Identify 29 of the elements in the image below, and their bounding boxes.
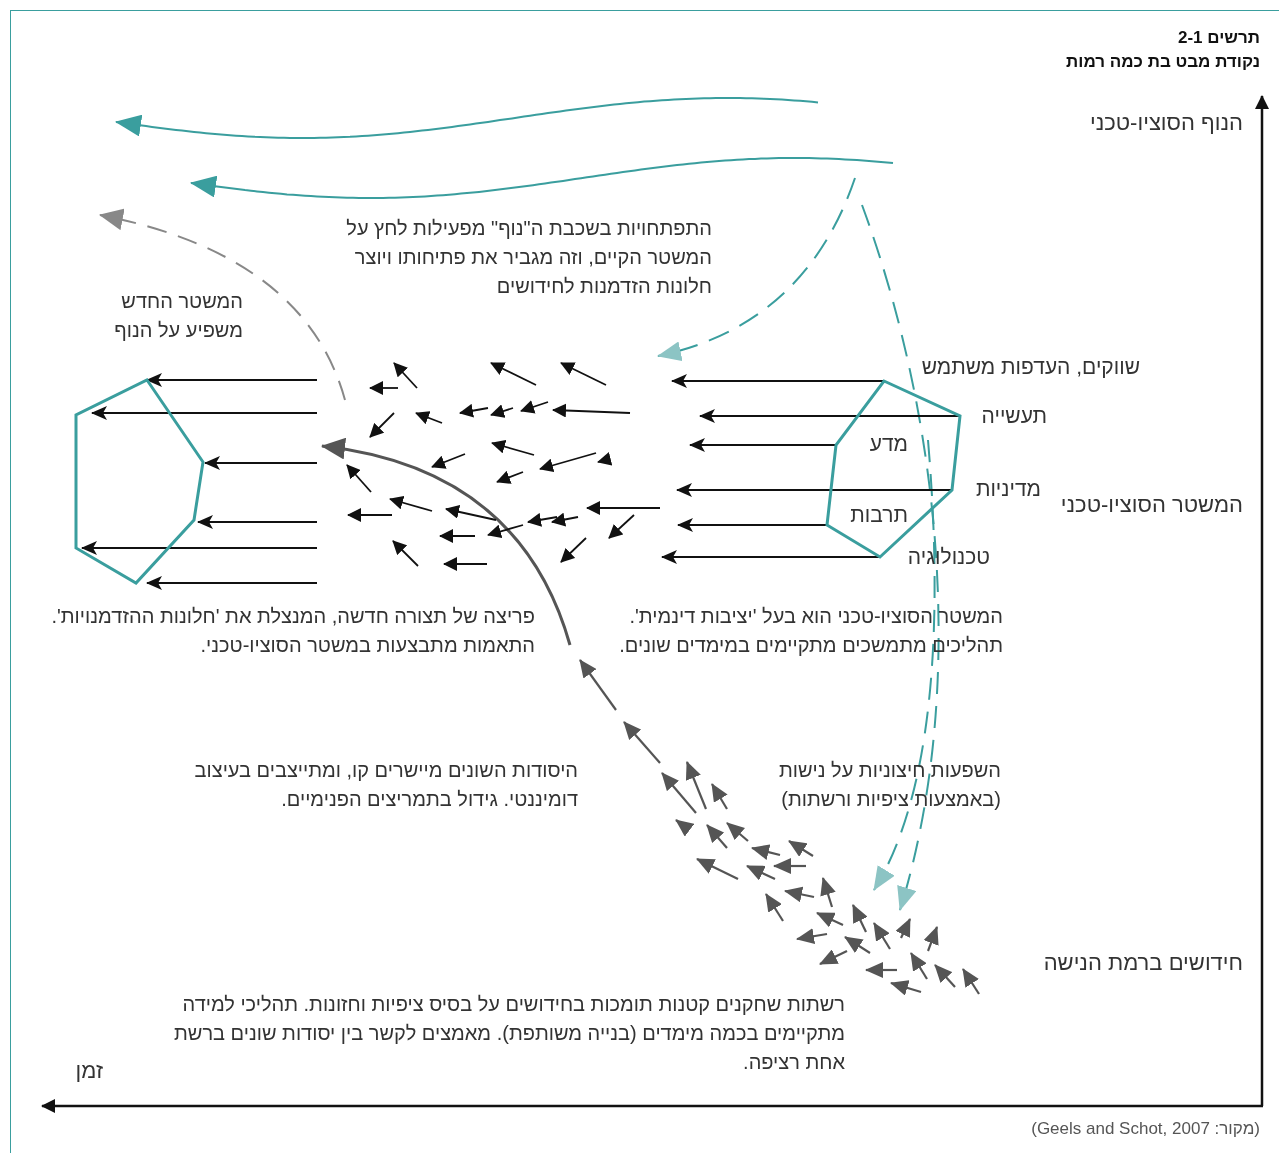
- arrow: [689, 438, 837, 452]
- component-label: שווקים, העדפות משתמש: [921, 354, 1140, 380]
- axis-label: זמן: [74, 1057, 103, 1085]
- arrow: [204, 456, 318, 470]
- node-label: תרבות: [850, 502, 908, 528]
- figure-title: נקודת מבט בת כמה רמות: [1065, 51, 1260, 73]
- arrow: [81, 541, 318, 555]
- annotation-text: פריצה של תצורה חדשה, המנצלת את 'חלונות ההזדמנויות'. התאמות מתבצעות במשטר הסוציו-טכני.: [50, 604, 535, 658]
- annotation-text: התפתחויות בשכבת ה"נוף" מפעילות לחץ על המשטר הקיים, וזה מגביר את פתיחותו ויוצר חלונות הזדמנות לחידושים: [345, 216, 712, 299]
- source-caption: (מקור: Geels and Schot, 2007): [1031, 1118, 1260, 1140]
- figure-number: תרשים 2-1: [1176, 27, 1260, 49]
- arrow: [146, 576, 318, 590]
- axis-label: הנוף הסוציו-טכני: [1088, 109, 1243, 137]
- annotation-text: היסודות השונים מיישרים קו, ומתייצבים בעיצוב דומיננטי. גידול בתמריצים הפנימיים.: [193, 758, 578, 812]
- arrow: [91, 406, 318, 420]
- component-label: תעשייה: [981, 403, 1047, 429]
- arrow: [197, 515, 318, 529]
- arrow: [677, 518, 828, 532]
- node-label: מדע: [869, 431, 908, 457]
- arrow: [661, 550, 881, 564]
- arrow: [676, 483, 953, 497]
- annotation-text: השפעות חיצוניות על נישות (באמצעות ציפיות ורשתות): [777, 758, 1001, 812]
- axis-label: המשטר הסוציו-טכני: [1059, 491, 1243, 519]
- arrow: [671, 374, 885, 388]
- annotation-text: רשתות שחקנים קטנות תומכות בחידושים על בסיס ציפיות וחזונות. תהליכי למידה מתקיימים בכמה מימדים (בנייה משותפת). מאמצים לקשר בין יסודות שונים ברשת אחת רציפה.: [173, 992, 845, 1075]
- annotation-text: המשטר החדש משפיע על הנוף: [113, 289, 243, 343]
- component-label: מדיניות: [975, 476, 1041, 502]
- arrow: [146, 373, 318, 387]
- axis-label: חידושים ברמת הנישה: [1042, 949, 1243, 977]
